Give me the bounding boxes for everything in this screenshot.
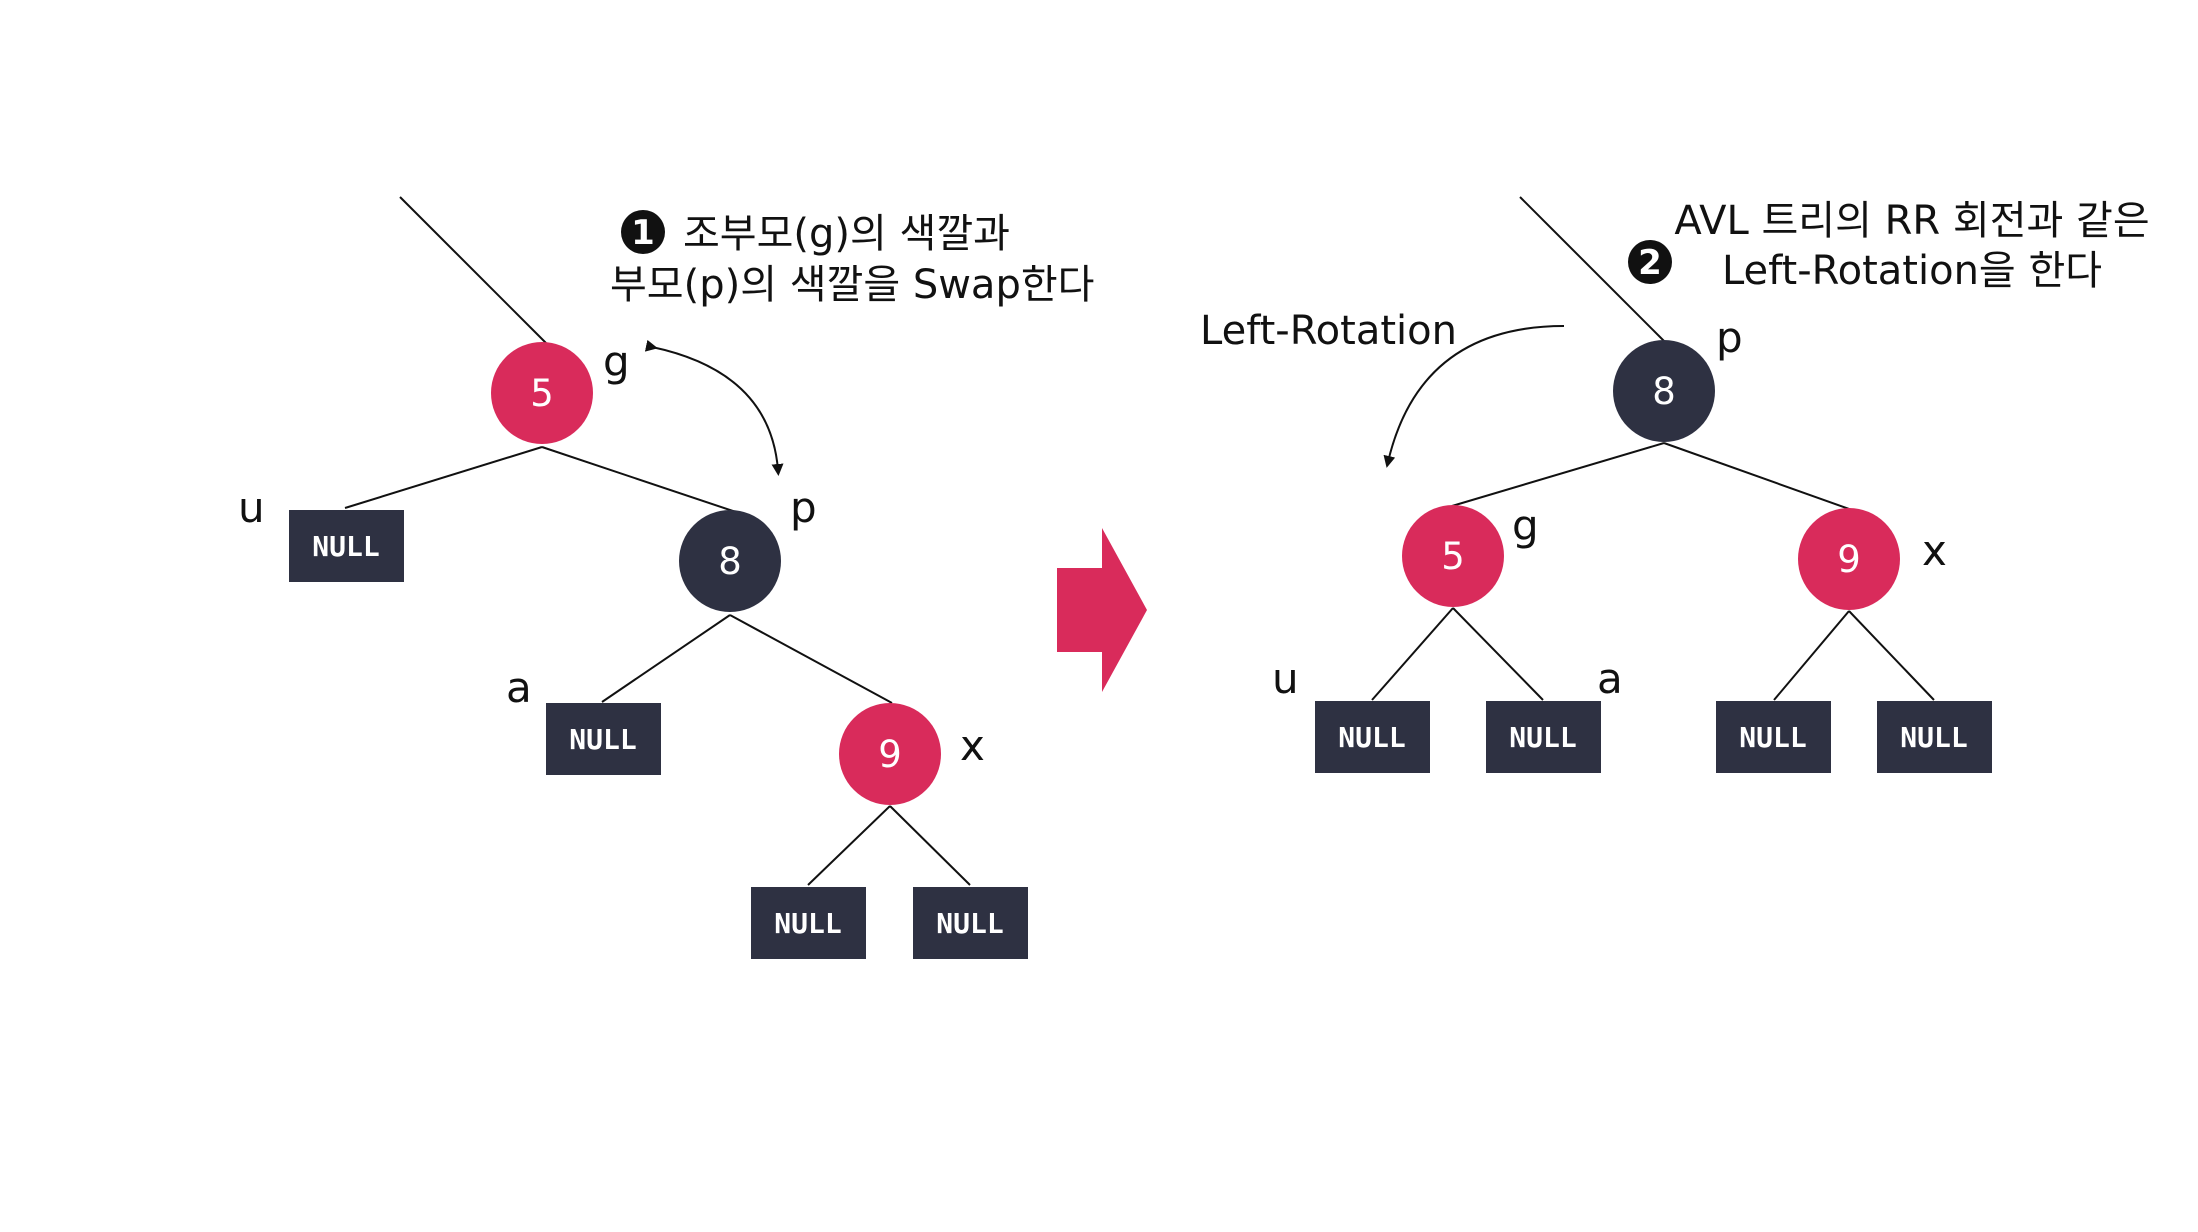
caption-step-2: 2 AVL 트리의 RR 회전과 같은 Left-Rotation을 한다 — [1628, 198, 2150, 294]
tag-p: p — [1716, 313, 1743, 362]
node-value: 5 — [530, 372, 554, 415]
left-null-x-left: NULL — [751, 887, 866, 959]
edge-p-to-x — [1663, 442, 1853, 511]
svg-text:NULL: NULL — [1509, 721, 1576, 754]
edge-x-to-null-right — [1848, 610, 1935, 701]
edge-root-to-p — [1519, 196, 1665, 342]
right-null-a: NULL — [1486, 701, 1601, 773]
left-node-g: 5 — [491, 342, 593, 444]
right-null-x-left: NULL — [1716, 701, 1831, 773]
edge-g-to-p — [541, 446, 737, 513]
caption-step-1: 1 조부모(g)의 색깔과 부모(p)의 색깔을 Swap한다 — [610, 210, 1094, 308]
svg-text:NULL: NULL — [936, 907, 1003, 940]
svg-text:NULL: NULL — [1900, 721, 1967, 754]
left-null-u: NULL — [289, 510, 404, 582]
tag-x: x — [1922, 526, 1947, 575]
node-value: 9 — [878, 733, 902, 776]
node-value: 8 — [1652, 370, 1676, 413]
svg-text:NULL: NULL — [312, 530, 379, 563]
right-node-g: 5 — [1402, 505, 1504, 607]
right-null-x-right: NULL — [1877, 701, 1992, 773]
left-null-x-right: NULL — [913, 887, 1028, 959]
tag-g: g — [603, 337, 630, 386]
edge-g-to-u-null — [1371, 607, 1454, 701]
right-node-p: 8 — [1613, 340, 1715, 442]
swap-arrow — [644, 339, 784, 476]
caption-line-1: AVL 트리의 RR 회전과 같은 — [1674, 198, 2149, 244]
tag-p: p — [790, 483, 817, 532]
step-badge — [621, 210, 665, 254]
tag-x: x — [960, 721, 985, 770]
tag-u: u — [1272, 654, 1299, 703]
right-tree: 8 5 9 NULL NULL NULL NULL p g x — [1200, 196, 2150, 773]
node-value: 5 — [1441, 535, 1465, 578]
left-node-x: 9 — [839, 703, 941, 805]
rotation-arrow — [1383, 325, 1565, 468]
left-null-a: NULL — [546, 703, 661, 775]
caption-line-2: 부모(p)의 색깔을 Swap한다 — [610, 262, 1094, 308]
left-node-p: 8 — [679, 510, 781, 612]
caption-line-1: 조부모(g)의 색깔과 — [683, 211, 1010, 257]
step-badge — [1628, 240, 1672, 284]
svg-text:NULL: NULL — [569, 723, 636, 756]
rotation-label: Left-Rotation — [1200, 308, 1457, 354]
node-value: 9 — [1837, 538, 1861, 581]
right-node-x: 9 — [1798, 508, 1900, 610]
svg-text:NULL: NULL — [774, 907, 841, 940]
edge-x-to-null-right — [889, 805, 971, 886]
right-null-u: NULL — [1315, 701, 1430, 773]
svg-text:NULL: NULL — [1338, 721, 1405, 754]
tag-g: g — [1512, 501, 1539, 550]
tag-a: a — [506, 663, 532, 712]
edge-g-to-a-null — [1452, 607, 1544, 701]
step-number: 2 — [1638, 243, 1662, 283]
node-value: 8 — [718, 540, 742, 583]
edge-root-to-g — [399, 196, 547, 344]
svg-text:NULL: NULL — [1739, 721, 1806, 754]
edge-g-to-u-null — [344, 446, 543, 509]
edge-p-to-x — [729, 614, 893, 704]
tag-u: u — [238, 483, 265, 532]
tag-a: a — [1597, 654, 1623, 703]
step-number: 1 — [631, 213, 655, 253]
edge-x-to-null-left — [1773, 610, 1850, 701]
left-tree: 5 8 9 NULL NULL NULL NULL g p x — [238, 196, 1094, 959]
caption-line-2: Left-Rotation을 한다 — [1722, 248, 2102, 294]
edge-p-to-g — [1451, 442, 1665, 507]
transition-arrow — [1057, 528, 1147, 692]
edge-p-to-a-null — [601, 614, 731, 703]
edge-x-to-null-left — [807, 805, 891, 886]
